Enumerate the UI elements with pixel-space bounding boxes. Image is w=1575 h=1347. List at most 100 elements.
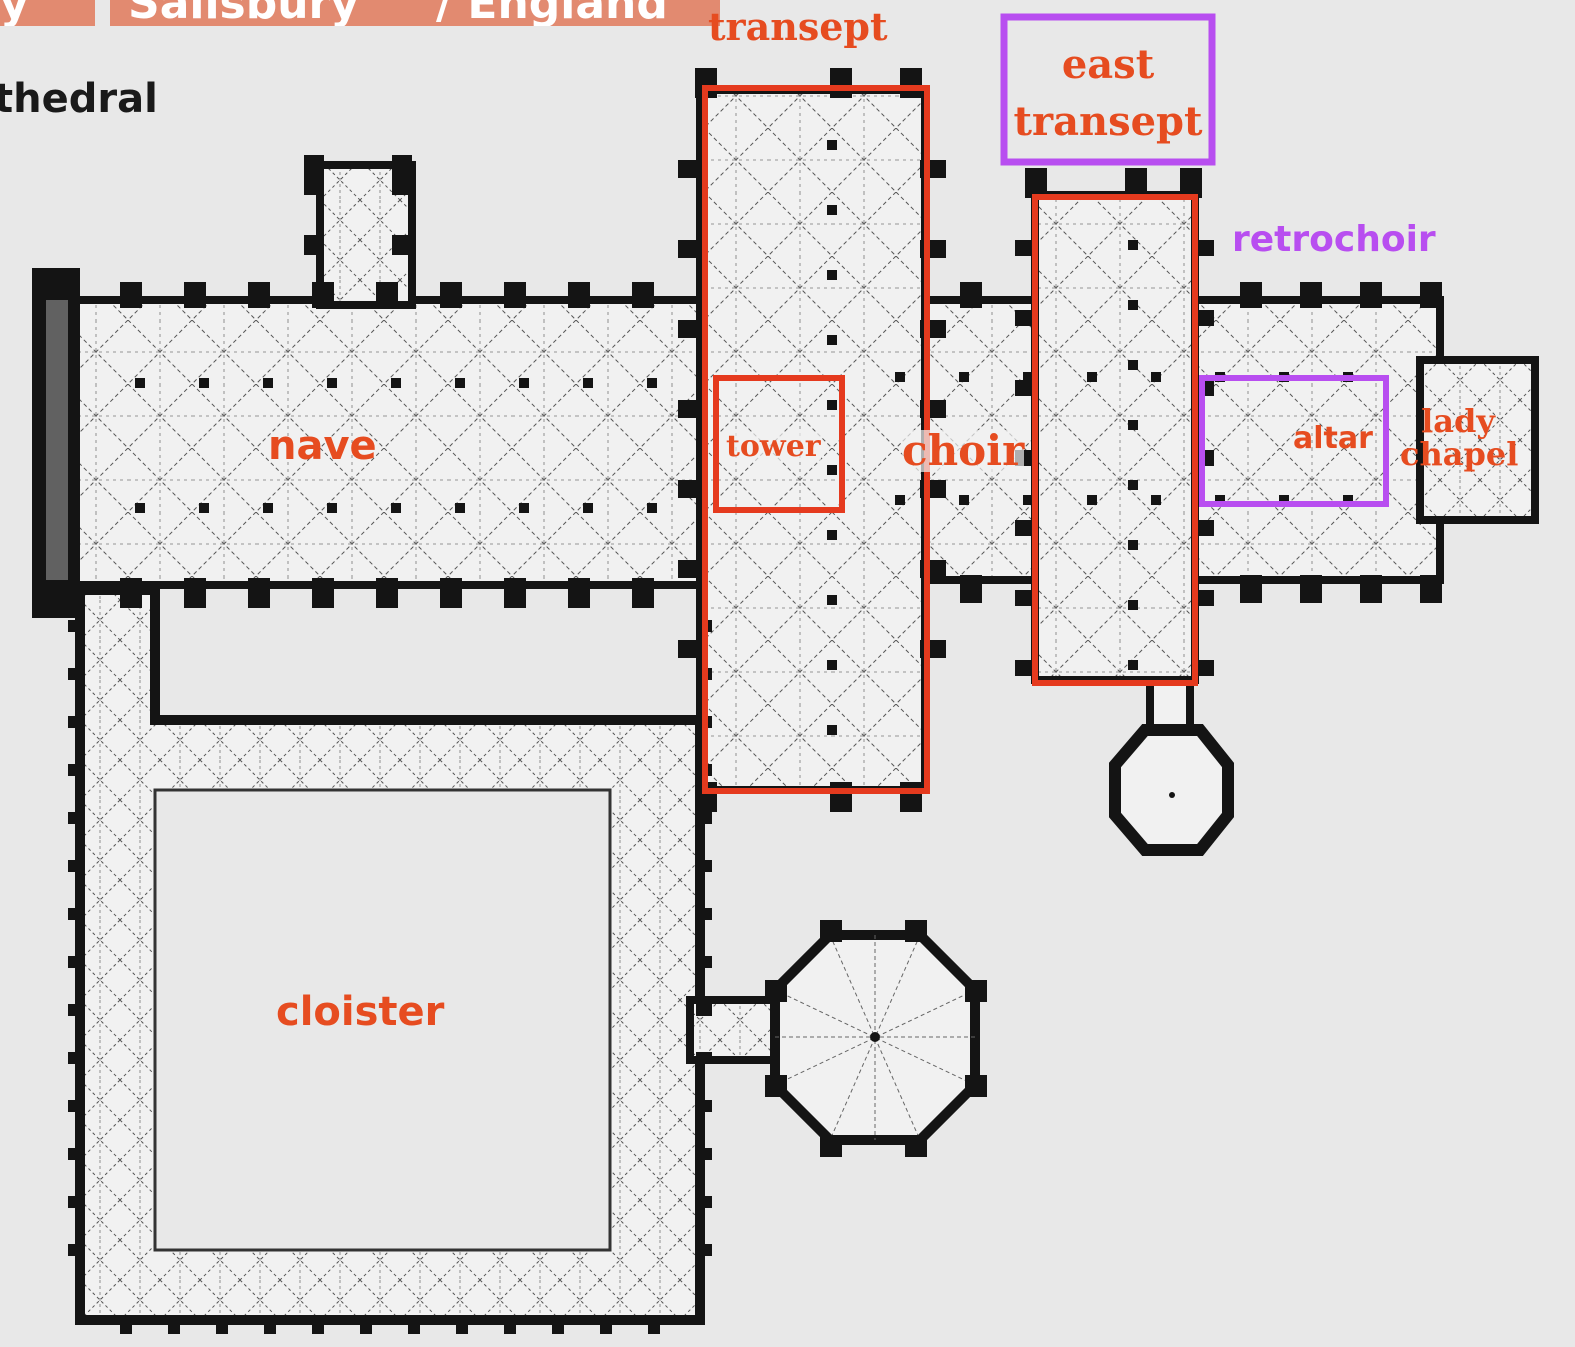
buttress xyxy=(1015,240,1037,256)
buttress xyxy=(68,1100,84,1112)
buttress xyxy=(1240,575,1262,603)
pier xyxy=(827,205,837,215)
buttress xyxy=(1015,590,1037,606)
buttress xyxy=(248,282,270,308)
buttress xyxy=(920,640,946,658)
buttress xyxy=(920,160,946,178)
label-tower: tower xyxy=(726,429,821,464)
pier xyxy=(583,503,593,513)
buttress xyxy=(376,282,398,308)
pier xyxy=(1151,495,1161,505)
buttresses xyxy=(68,68,1442,1334)
pier xyxy=(647,503,657,513)
buttress xyxy=(1360,575,1382,603)
pier xyxy=(827,335,837,345)
buttress xyxy=(68,1244,84,1256)
buttress xyxy=(830,68,852,98)
buttress xyxy=(68,620,84,632)
buttress xyxy=(120,578,142,608)
pier xyxy=(1279,495,1289,505)
buttress xyxy=(1300,575,1322,603)
pier xyxy=(455,503,465,513)
buttress xyxy=(1015,310,1037,326)
buttress xyxy=(678,320,704,338)
buttress xyxy=(820,920,842,942)
buttress xyxy=(504,282,526,308)
buttress xyxy=(68,908,84,920)
buttress xyxy=(168,1318,180,1334)
east-transept-label-box xyxy=(1000,13,1216,166)
buttress xyxy=(1300,282,1322,308)
pier xyxy=(263,378,273,388)
buttress xyxy=(568,282,590,308)
label-lady-chapel-line2: chapel xyxy=(1400,435,1519,473)
buttress xyxy=(765,980,787,1002)
label-cloister: cloister xyxy=(276,989,445,1035)
buttress xyxy=(830,782,852,812)
title-banner-country: / England xyxy=(420,0,720,26)
buttress xyxy=(68,860,84,872)
buttress xyxy=(440,282,462,308)
pier xyxy=(263,503,273,513)
pier xyxy=(1128,540,1138,550)
pier xyxy=(199,378,209,388)
buttress xyxy=(376,578,398,608)
buttress xyxy=(696,908,712,920)
title-banner-city: Salisbury xyxy=(110,0,420,26)
buttress xyxy=(68,716,84,728)
buttress xyxy=(965,980,987,1002)
label-retrochoir: retrochoir xyxy=(1232,219,1436,260)
pier xyxy=(827,595,837,605)
buttress xyxy=(920,400,946,418)
buttress xyxy=(632,282,654,308)
pier xyxy=(827,530,837,540)
buttress xyxy=(68,1148,84,1160)
buttress xyxy=(696,1052,712,1064)
label-choir: choir xyxy=(902,426,1025,475)
buttress xyxy=(678,640,704,658)
pier xyxy=(327,503,337,513)
buttress xyxy=(905,1135,927,1157)
buttress xyxy=(408,1318,420,1334)
buttress xyxy=(696,956,712,968)
pier xyxy=(391,503,401,513)
buttress xyxy=(920,240,946,258)
pier xyxy=(1215,495,1225,505)
buttress xyxy=(440,578,462,608)
pier xyxy=(959,495,969,505)
pier xyxy=(959,372,969,382)
buttress xyxy=(68,1052,84,1064)
pier xyxy=(519,503,529,513)
buttress xyxy=(360,1318,372,1334)
pier xyxy=(1151,372,1161,382)
label-lady-chapel-line1: lady xyxy=(1421,402,1495,440)
buttress xyxy=(552,1318,564,1334)
pier xyxy=(1023,372,1033,382)
pier xyxy=(1087,372,1097,382)
pier xyxy=(1128,300,1138,310)
buttress xyxy=(965,1075,987,1097)
pier xyxy=(1128,240,1138,250)
nave-plan xyxy=(32,155,714,618)
altar-highlight xyxy=(1199,375,1389,507)
buttress xyxy=(1125,168,1147,198)
buttress xyxy=(696,1244,712,1256)
buttress xyxy=(696,1004,712,1016)
buttress xyxy=(68,956,84,968)
cloister-plan xyxy=(75,585,705,1325)
buttress xyxy=(920,480,946,498)
east-transept-plan xyxy=(1031,191,1199,684)
buttress xyxy=(920,560,946,578)
buttress xyxy=(678,240,704,258)
pier xyxy=(827,725,837,735)
tower-highlight xyxy=(713,375,845,513)
pier xyxy=(1023,495,1033,505)
buttress xyxy=(678,560,704,578)
buttress xyxy=(216,1318,228,1334)
label-altar: altar xyxy=(1293,421,1373,456)
buttress xyxy=(312,578,334,608)
buttress xyxy=(456,1318,468,1334)
buttress xyxy=(1015,660,1037,676)
